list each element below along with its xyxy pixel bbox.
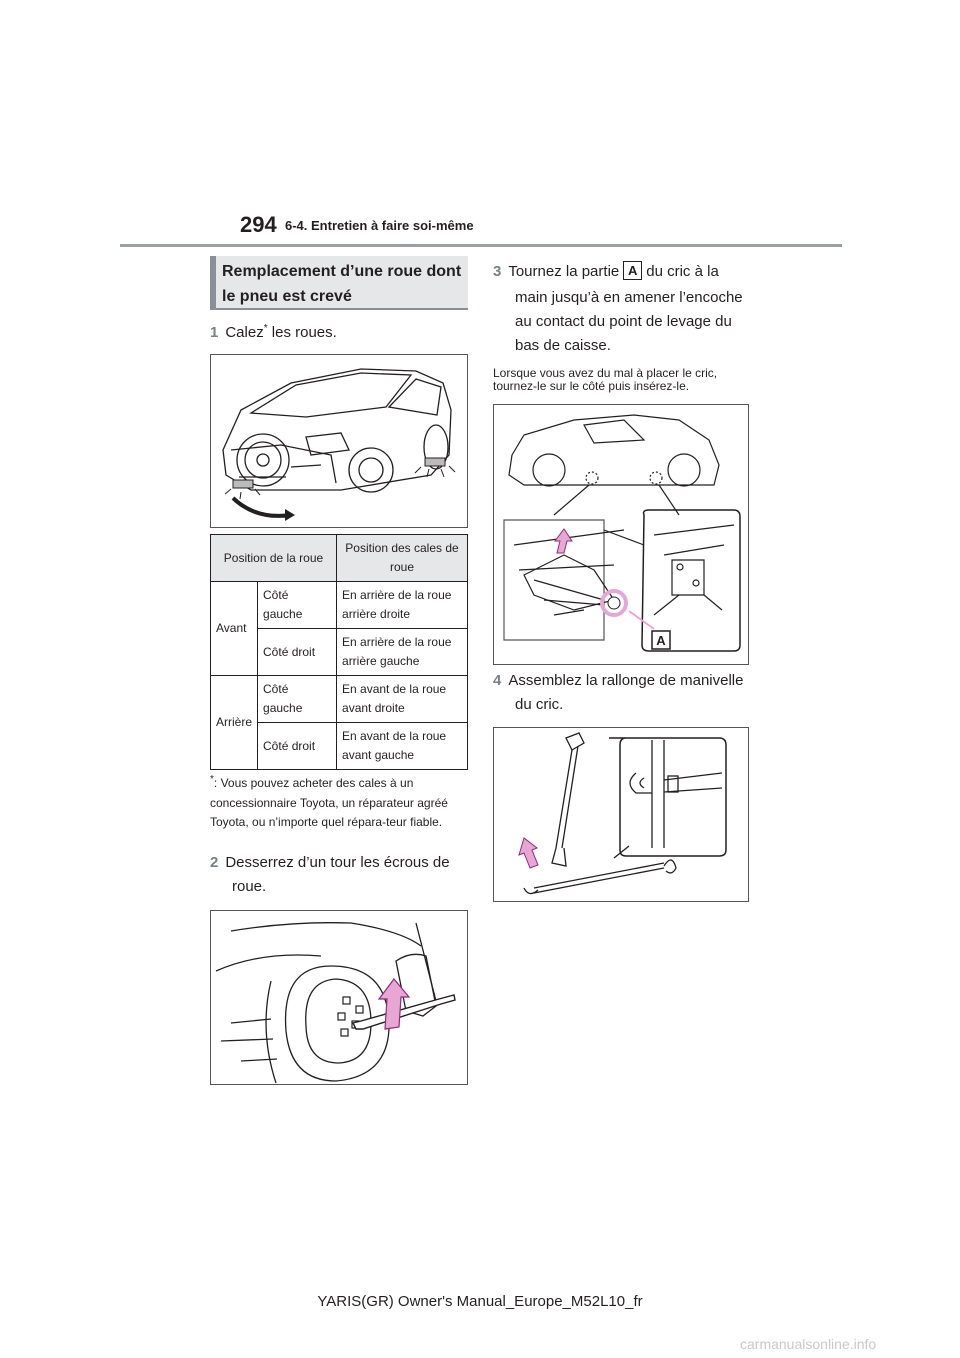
row-group-label: Arrière: [209, 675, 259, 770]
callout-a: A: [656, 633, 666, 648]
step-text: du cric à la: [646, 263, 719, 280]
page-number: 294: [240, 212, 277, 237]
table-row: Arrière Côté gauche En avant de la roue …: [209, 675, 468, 770]
note-line: tournez-le sur le côté puis insérez-le.: [493, 379, 690, 393]
step-1: 1 Calez* les roues.: [210, 317, 337, 345]
column-header: Position de la roue: [209, 534, 338, 582]
step-text: Desserrez d’un tour les écrous de: [225, 854, 450, 871]
step-4: 4 Assemblez la rallonge de manivelle: [493, 669, 763, 693]
table-row: Côté droit En avant de la roue avant gau…: [211, 722, 468, 770]
table-cell-side: Côté droit: [257, 628, 338, 676]
step-3-line-2: main jusqu’à en amener l’encoche: [515, 289, 743, 306]
step-text: les roues.: [267, 324, 337, 341]
jack-illustration: A: [503, 414, 741, 652]
figure-jack-position: A: [493, 404, 749, 665]
footnote-marker: *: [210, 774, 214, 785]
note-line: Lorsque vous avez du mal à placer le cri…: [493, 366, 718, 380]
table-cell-side: Côté gauche: [257, 581, 338, 629]
table-header-row: Position de la roue Position des cales d…: [209, 534, 468, 582]
row-group-label: Avant: [209, 581, 259, 676]
step-4-continuation: du cric.: [515, 696, 564, 713]
wrench-illustration: [215, 922, 456, 1084]
table-row: Côté droit En arrière de la roue arrière…: [211, 628, 468, 676]
table-cell-value: En arrière de la roue arrière gauche: [336, 628, 468, 676]
figure-handle-assembly: [493, 727, 749, 902]
table-row: Avant Côté gauche En arrière de la roue …: [209, 581, 468, 676]
footnote-text: : Vous pouvez acheter des cales à un con…: [210, 776, 448, 829]
column-header: Position des cales de roue: [336, 534, 468, 582]
figure-loosen-nuts: [210, 910, 468, 1085]
footnote-mark: *: [263, 323, 268, 334]
step-3-line-4: bas de caisse.: [515, 337, 611, 354]
step-2: 2 Desserrez d’un tour les écrous de: [210, 851, 468, 875]
step-number: 2: [210, 854, 219, 871]
step-text: Assemblez la rallonge de manivelle: [508, 672, 744, 689]
step-number: 4: [493, 672, 502, 689]
figure-wheel-chocks: [210, 354, 468, 528]
part-label-a: A: [623, 261, 643, 280]
section-title-box: [210, 256, 468, 308]
step-number: 3: [493, 263, 502, 280]
table-cell-value: En avant de la roue avant gauche: [336, 722, 468, 770]
step-text: Calez: [225, 324, 264, 341]
table-cell-side: Côté droit: [257, 722, 338, 770]
watermark: carmanualsonline.info: [740, 1336, 877, 1352]
section-underline: [210, 308, 468, 310]
car-chock-illustration: [222, 368, 456, 521]
table-cell-value: En avant de la roue avant droite: [336, 675, 468, 723]
wheel-chock-table: Position de la roue Position des cales d…: [209, 534, 468, 770]
header-rule: [120, 244, 842, 247]
table-cell-side: Côté gauche: [257, 675, 338, 723]
footnote: *: Vous pouvez acheter des cales à un co…: [210, 770, 468, 833]
step-3-line-3: au contact du point de levage du: [515, 313, 732, 330]
chapter-title: 6-4. Entretien à faire soi-même: [285, 218, 474, 233]
section-title: Remplacement d’une roue dont le pneu est…: [222, 263, 462, 305]
footer-text: YARIS(GR) Owner's Manual_Europe_M52L10_f…: [317, 1293, 643, 1310]
step-text: Tournez la partie: [508, 263, 620, 280]
step-2-continuation: roue.: [232, 878, 267, 895]
step-number: 1: [210, 324, 219, 341]
note: Lorsque vous avez du mal à placer le cri…: [493, 367, 753, 393]
handle-illustration: [518, 732, 727, 895]
table-cell-value: En arrière de la roue arrière droite: [336, 581, 468, 629]
